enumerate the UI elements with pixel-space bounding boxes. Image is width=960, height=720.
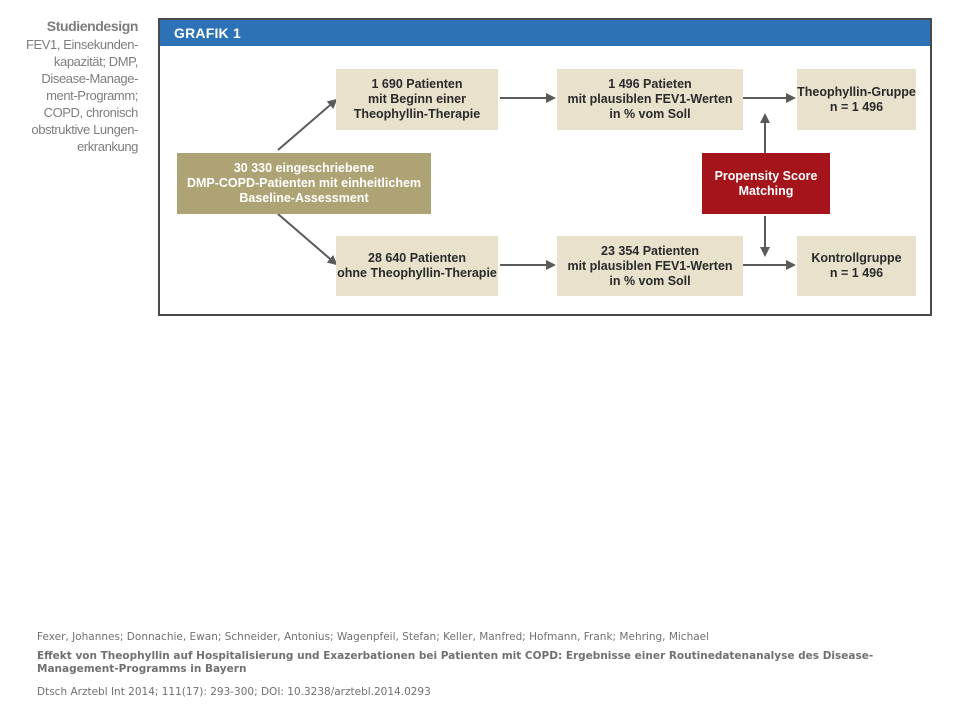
sidebar-line: kapazität; DMP, xyxy=(53,54,138,69)
sidebar-line: erkrankung xyxy=(76,139,138,154)
sidebar-line: COPD, chronisch xyxy=(43,105,139,120)
box-enrolled-patients: 30 330 eingeschriebene DMP-COPD-Patiente… xyxy=(177,153,431,214)
citation-authors: Fexer, Johannes; Donnachie, Ewan; Schnei… xyxy=(37,631,710,643)
flowchart-figure: GRAFIK 1 30 330 eingeschriebene DMP-COPD… xyxy=(158,18,932,316)
sidebar-line: Disease-Manage- xyxy=(41,71,138,86)
box-propensity-score-matching: Propensity Score Matching xyxy=(702,153,830,214)
box-theophylline-start: 1 690 Patienten mit Beginn einer Theophy… xyxy=(336,69,498,130)
sidebar-caption: Studiendesign FEV1, Einsekunden- kapazit… xyxy=(20,18,138,155)
box-theophylline-group: Theophyllin-Gruppe n = 1 496 xyxy=(797,69,916,130)
flow-arrows xyxy=(277,93,796,270)
sidebar-line: obstruktive Lungen- xyxy=(31,122,138,137)
box-no-theophylline: 28 640 Patienten ohne Theophyllin-Therap… xyxy=(336,236,498,296)
figure-header: GRAFIK 1 xyxy=(160,20,930,46)
sidebar-line: FEV1, Einsekunden- xyxy=(25,37,138,52)
figure-title: GRAFIK 1 xyxy=(174,25,241,41)
arrow-start-to-bottom xyxy=(277,213,338,266)
arrow-start-to-top xyxy=(277,98,338,151)
box-control-group: Kontrollgruppe n = 1 496 xyxy=(797,236,916,296)
sidebar-line: ment-Programm; xyxy=(46,88,138,103)
citation-journal: Dtsch Arztebl Int 2014; 111(17): 293-300… xyxy=(37,686,431,698)
citation-title: Effekt von Theophyllin auf Hospitalisier… xyxy=(37,650,874,675)
sidebar-title: Studiendesign xyxy=(46,18,139,34)
box-bottom-fev1: 23 354 Patienten mit plausiblen FEV1-Wer… xyxy=(557,236,743,296)
box-top-fev1: 1 496 Patieten mit plausiblen FEV1-Werte… xyxy=(557,69,743,130)
